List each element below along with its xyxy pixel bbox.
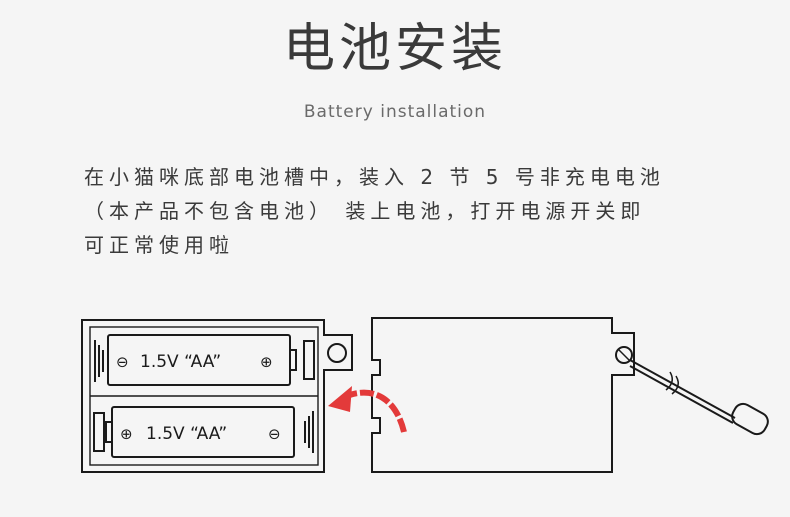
battery-compartment — [81, 319, 353, 473]
battery-bottom-label: 1.5V “AA” — [146, 424, 227, 444]
battery-bottom — [93, 406, 314, 458]
instruction-line: 在小猫咪底部电池槽中，装入 2 节 5 号非充电电池 — [84, 165, 665, 189]
page-subtitle: Battery installation — [303, 102, 487, 122]
instructions-paragraph: 在小猫咪底部电池槽中，装入 2 节 5 号非充电电池 （本产品不包含电池） 装上… — [84, 160, 724, 262]
battery-installation-illustration: ⊖ 1.5V “AA” ⊕ ⊕ 1.5V “AA” ⊖ — [81, 317, 769, 473]
battery-minus-symbol: ⊖ — [268, 425, 281, 443]
battery-top-label: 1.5V “AA” — [140, 352, 221, 372]
page-title: 电池安装 — [282, 19, 507, 79]
red-arrow-icon — [328, 386, 407, 433]
battery-top — [94, 334, 315, 386]
battery-minus-symbol: ⊖ — [116, 353, 129, 371]
battery-plus-symbol: ⊕ — [260, 353, 273, 371]
instruction-line: 可正常使用啦 — [84, 233, 234, 257]
instruction-line: （本产品不包含电池） 装上电池，打开电源开关即 — [84, 199, 646, 223]
battery-plus-symbol: ⊕ — [120, 425, 133, 443]
battery-cover — [371, 317, 635, 473]
screwdriver-icon — [629, 359, 769, 436]
